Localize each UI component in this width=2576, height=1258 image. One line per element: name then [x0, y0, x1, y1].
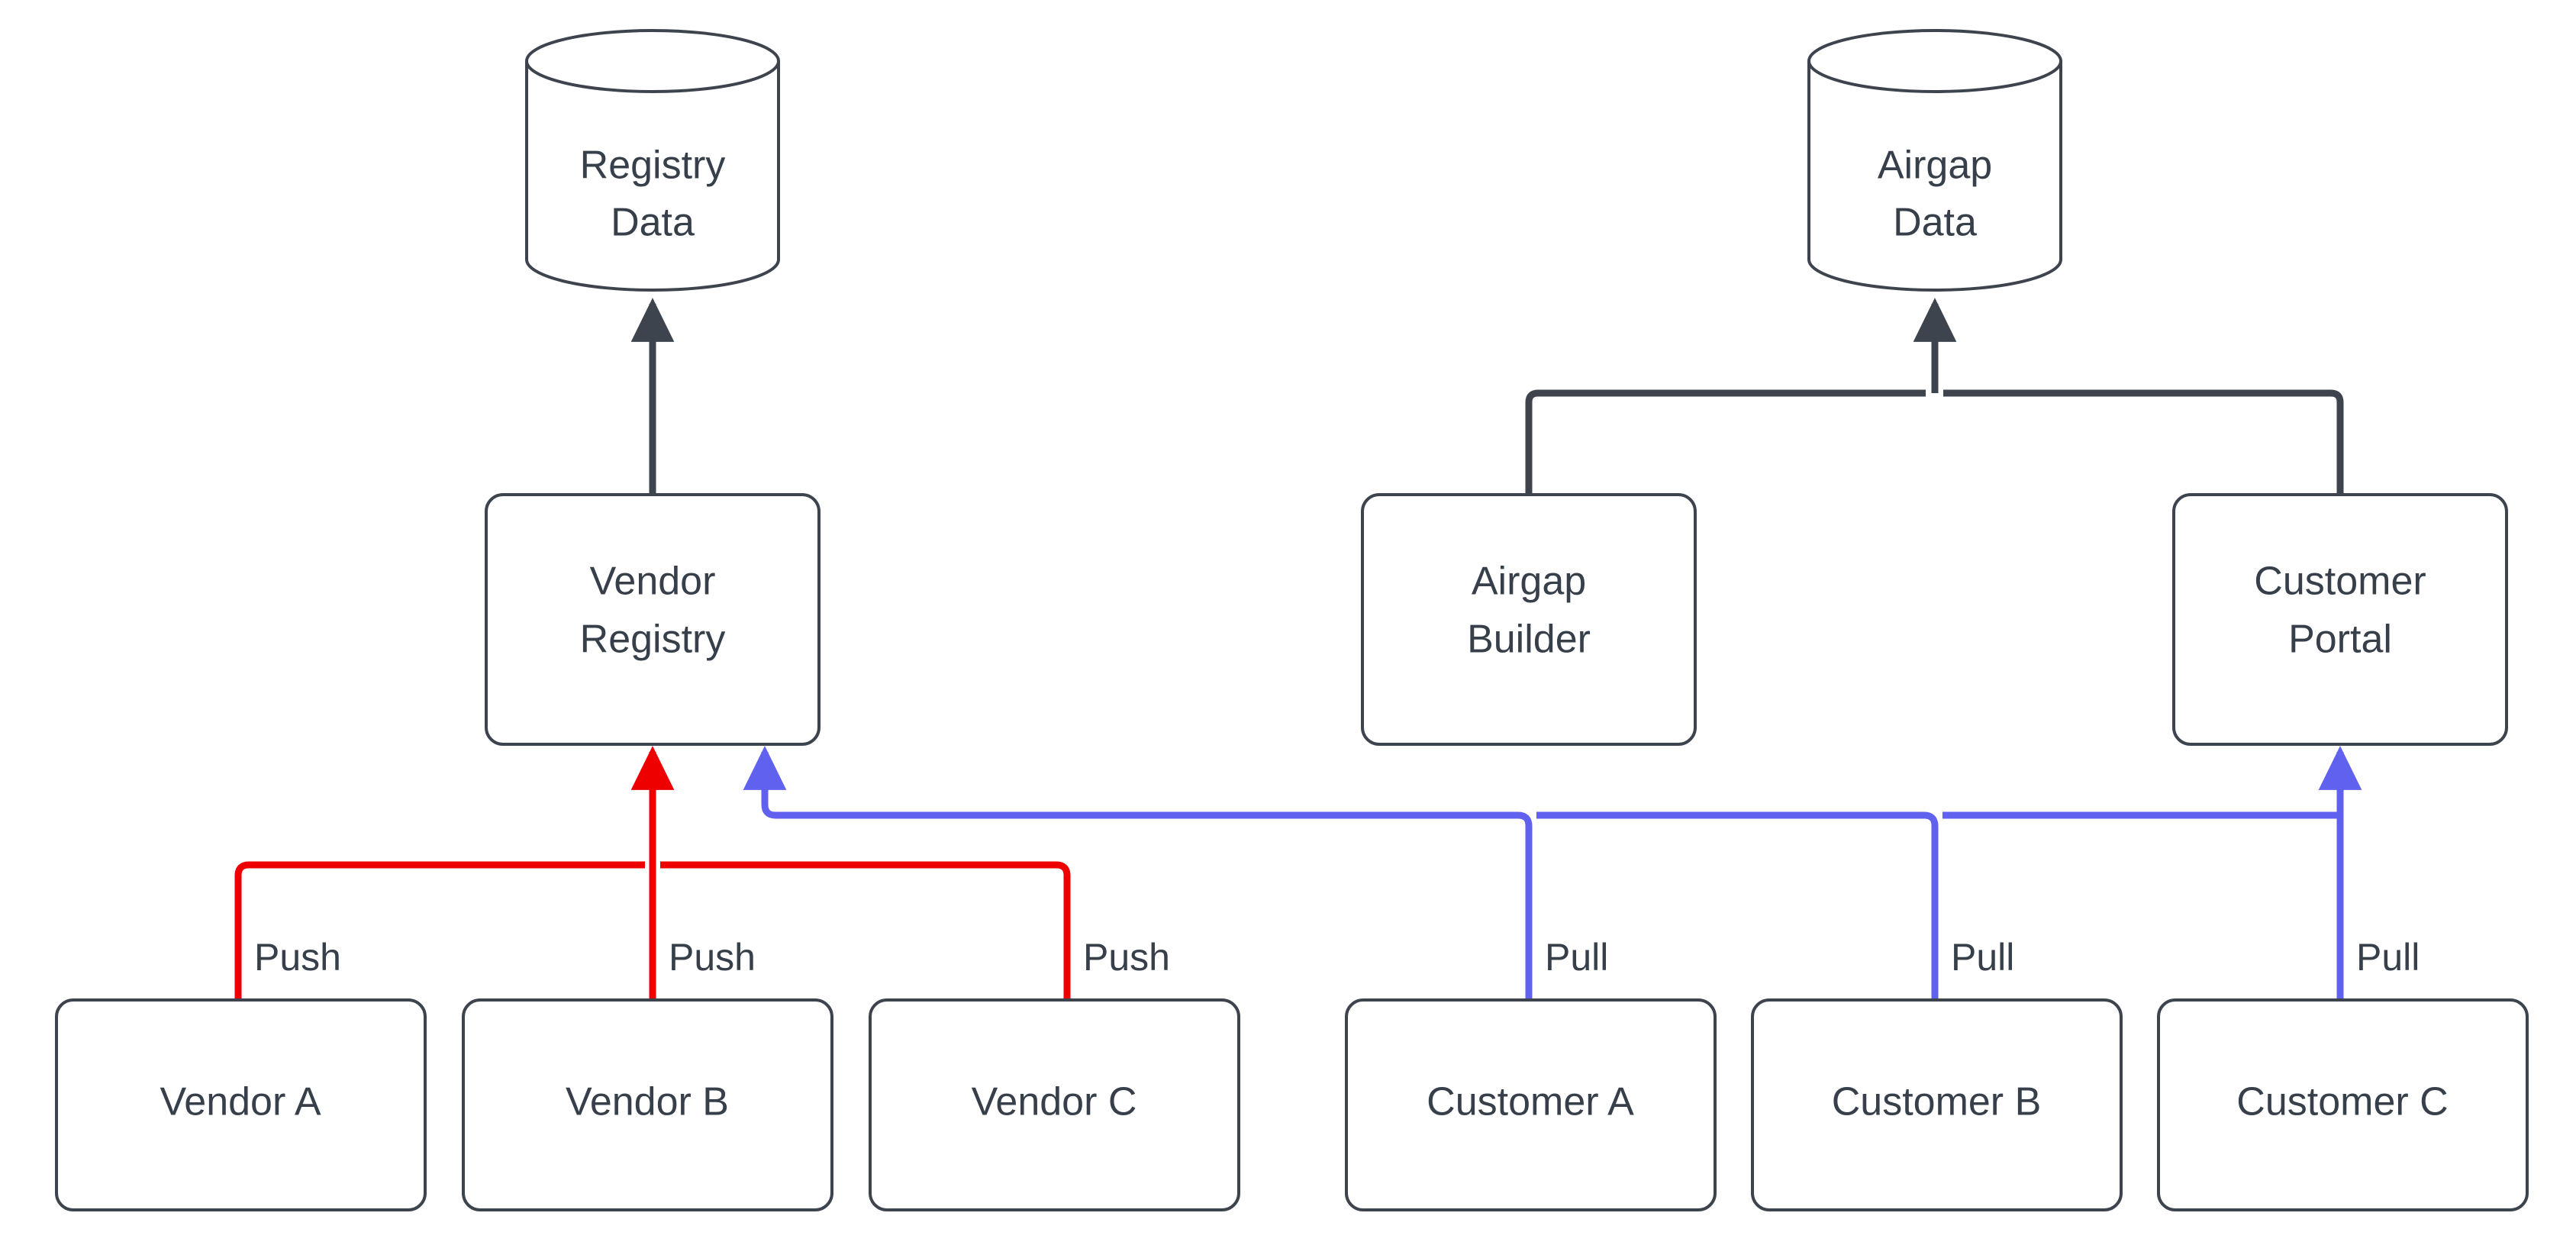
edge-vendor-c-push — [660, 861, 1071, 1000]
vendor-registry-label-line2: Registry — [580, 618, 726, 662]
registry-data-label-line2: Data — [611, 201, 695, 245]
edge-customer-b-pull — [1536, 811, 1939, 1000]
edge-airgap-builder-to-airgap-data — [1525, 389, 1926, 495]
airgap-data-label-line1: Airgap — [1878, 144, 1992, 188]
node-customer-b[interactable]: Customer B — [1751, 998, 2123, 1211]
vendor-a-label: Vendor A — [160, 1080, 321, 1124]
vendor-c-label: Vendor C — [972, 1080, 1137, 1124]
node-vendor-c[interactable]: Vendor C — [869, 998, 1240, 1211]
edge-label-vendor-c-push: Push — [1083, 936, 1170, 979]
edge-label-customer-c-pull: Pull — [2356, 936, 2420, 979]
vendor-b-label: Vendor B — [566, 1080, 729, 1124]
registry-data-label-line1: Registry — [580, 144, 726, 188]
customer-portal-label-line2: Portal — [2288, 618, 2392, 662]
airgap-data-label-line2: Data — [1893, 201, 1977, 245]
node-customer-portal[interactable]: Customer Portal — [2172, 493, 2508, 746]
airgap-builder-label-line1: Airgap — [1472, 560, 1586, 604]
node-airgap-builder[interactable]: Airgap Builder — [1361, 493, 1697, 746]
node-vendor-registry[interactable]: Vendor Registry — [485, 493, 821, 746]
node-customer-a[interactable]: Customer A — [1345, 998, 1717, 1211]
node-customer-c[interactable]: Customer C — [2157, 998, 2529, 1211]
node-vendor-a[interactable]: Vendor A — [55, 998, 427, 1211]
customer-b-label: Customer B — [1832, 1080, 2042, 1124]
edge-label-customer-a-pull: Pull — [1545, 936, 1608, 979]
customer-a-label: Customer A — [1427, 1080, 1634, 1124]
edge-label-vendor-a-push: Push — [254, 936, 341, 979]
node-vendor-b[interactable]: Vendor B — [462, 998, 833, 1211]
edge-label-customer-b-pull: Pull — [1951, 936, 2014, 979]
edge-customer-portal-to-airgap-data — [1943, 389, 2344, 495]
edge-customer-a-pull — [779, 811, 1533, 1000]
edge-pull-bus-to-vendor-registry — [743, 746, 787, 819]
vendor-registry-label-line1: Vendor — [590, 560, 716, 604]
edge-label-vendor-b-push: Push — [669, 936, 756, 979]
airgap-builder-label-line2: Builder — [1467, 618, 1591, 662]
node-airgap-data[interactable]: Airgap Data — [1807, 29, 2062, 292]
edge-vendor-a-push — [234, 861, 645, 1000]
customer-portal-label-line1: Customer — [2254, 560, 2426, 604]
customer-c-label: Customer C — [2236, 1080, 2448, 1124]
node-registry-data[interactable]: Registry Data — [525, 29, 780, 292]
